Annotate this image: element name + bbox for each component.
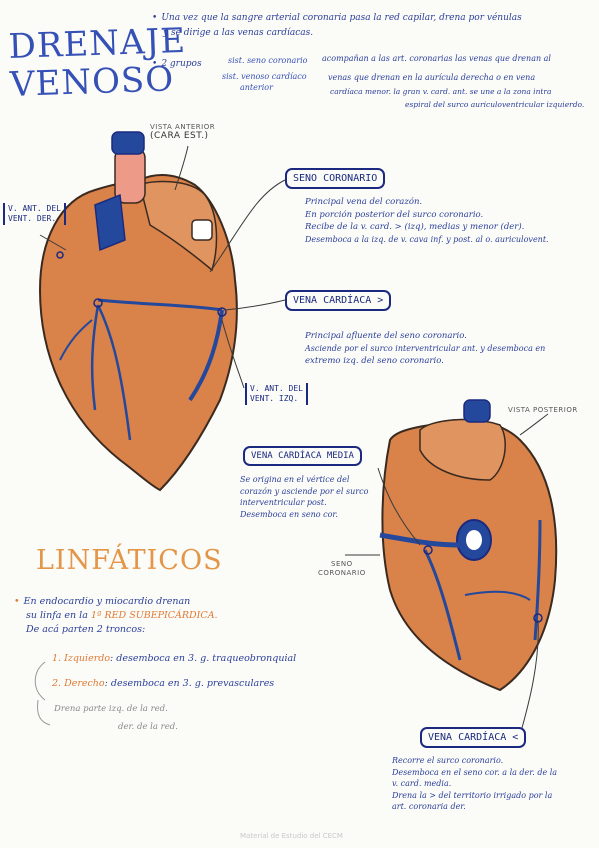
vista-anterior-label: VISTA ANTERIOR (CARA EST.) [150,123,216,141]
linfaticos-notes: En endocardio y miocardio drenan su linf… [14,595,294,637]
tronco-der-note: der. de la red. [118,722,178,732]
tronco-derecho: 2. Derecho: desemboca en 3. g. prevascul… [52,678,275,689]
tronco-izquierdo: 1. Izquierdo: desemboca en 3. g. traqueo… [52,653,297,664]
group-2-label: sist. venoso cardíaco [222,72,307,81]
v-ant-vent-der-label: V. ANT. DEL VENT. DER. [3,203,66,225]
anterior-heart [38,131,238,492]
vena-cardiaca-mayor-notes: Principal afluente del seno coronario. A… [305,331,546,366]
watermark: Material de Estudio del CECM [240,832,343,840]
seno-coronario-notes: Principal vena del corazón. En porción p… [305,197,549,244]
lymph-bracket [34,661,46,701]
grupos-label: 2 grupos [152,58,201,70]
group-2-desc-2: cardíaca menor. la gran v. card. ant. se… [330,87,552,96]
group-2-sublabel: anterior [240,83,273,92]
leader-lines [39,145,549,736]
linfaticos-title: LINFÁTICOS [36,545,223,576]
seno-coronario-small-label: SENO CORONARIO [318,560,366,577]
vena-cardiaca-menor-box: VENA CARDÍACA < [420,727,527,748]
vena-cardiaca-menor-notes: Recorre el surco coronario. Desemboca en… [392,756,558,811]
intro-line-1: Una vez que la sangre arterial coronaria… [152,12,597,24]
group-1-description: acompañan a las art. coronarias las vena… [322,54,551,63]
vena-cardiaca-media-notes: Se origina en el vértice del corazón y a… [240,475,369,519]
seno-coronario-box: SENO CORONARIO [285,168,386,189]
v-ant-vent-izq-label: V. ANT. DEL VENT. IZQ. [245,383,308,405]
vena-cardiaca-mayor-box: VENA CARDÍACA > [285,290,392,311]
group-1-label: sist. seno coronario [228,56,308,65]
intro-line-2: y se dirige a las venas cardíacas. [163,28,314,38]
posterior-heart [379,399,558,692]
group-2-desc-1: venas que drenan en la aurícula derecha … [328,73,536,82]
group-2-desc-3: espiral del surco auriculoventricular iz… [405,100,585,109]
tronco-izq-note: Drena parte izq. de la red. [54,704,168,714]
vista-posterior-label: VISTA POSTERIOR [508,406,578,414]
vena-cardiaca-media-box: VENA CARDÍACA MEDIA [243,446,362,466]
